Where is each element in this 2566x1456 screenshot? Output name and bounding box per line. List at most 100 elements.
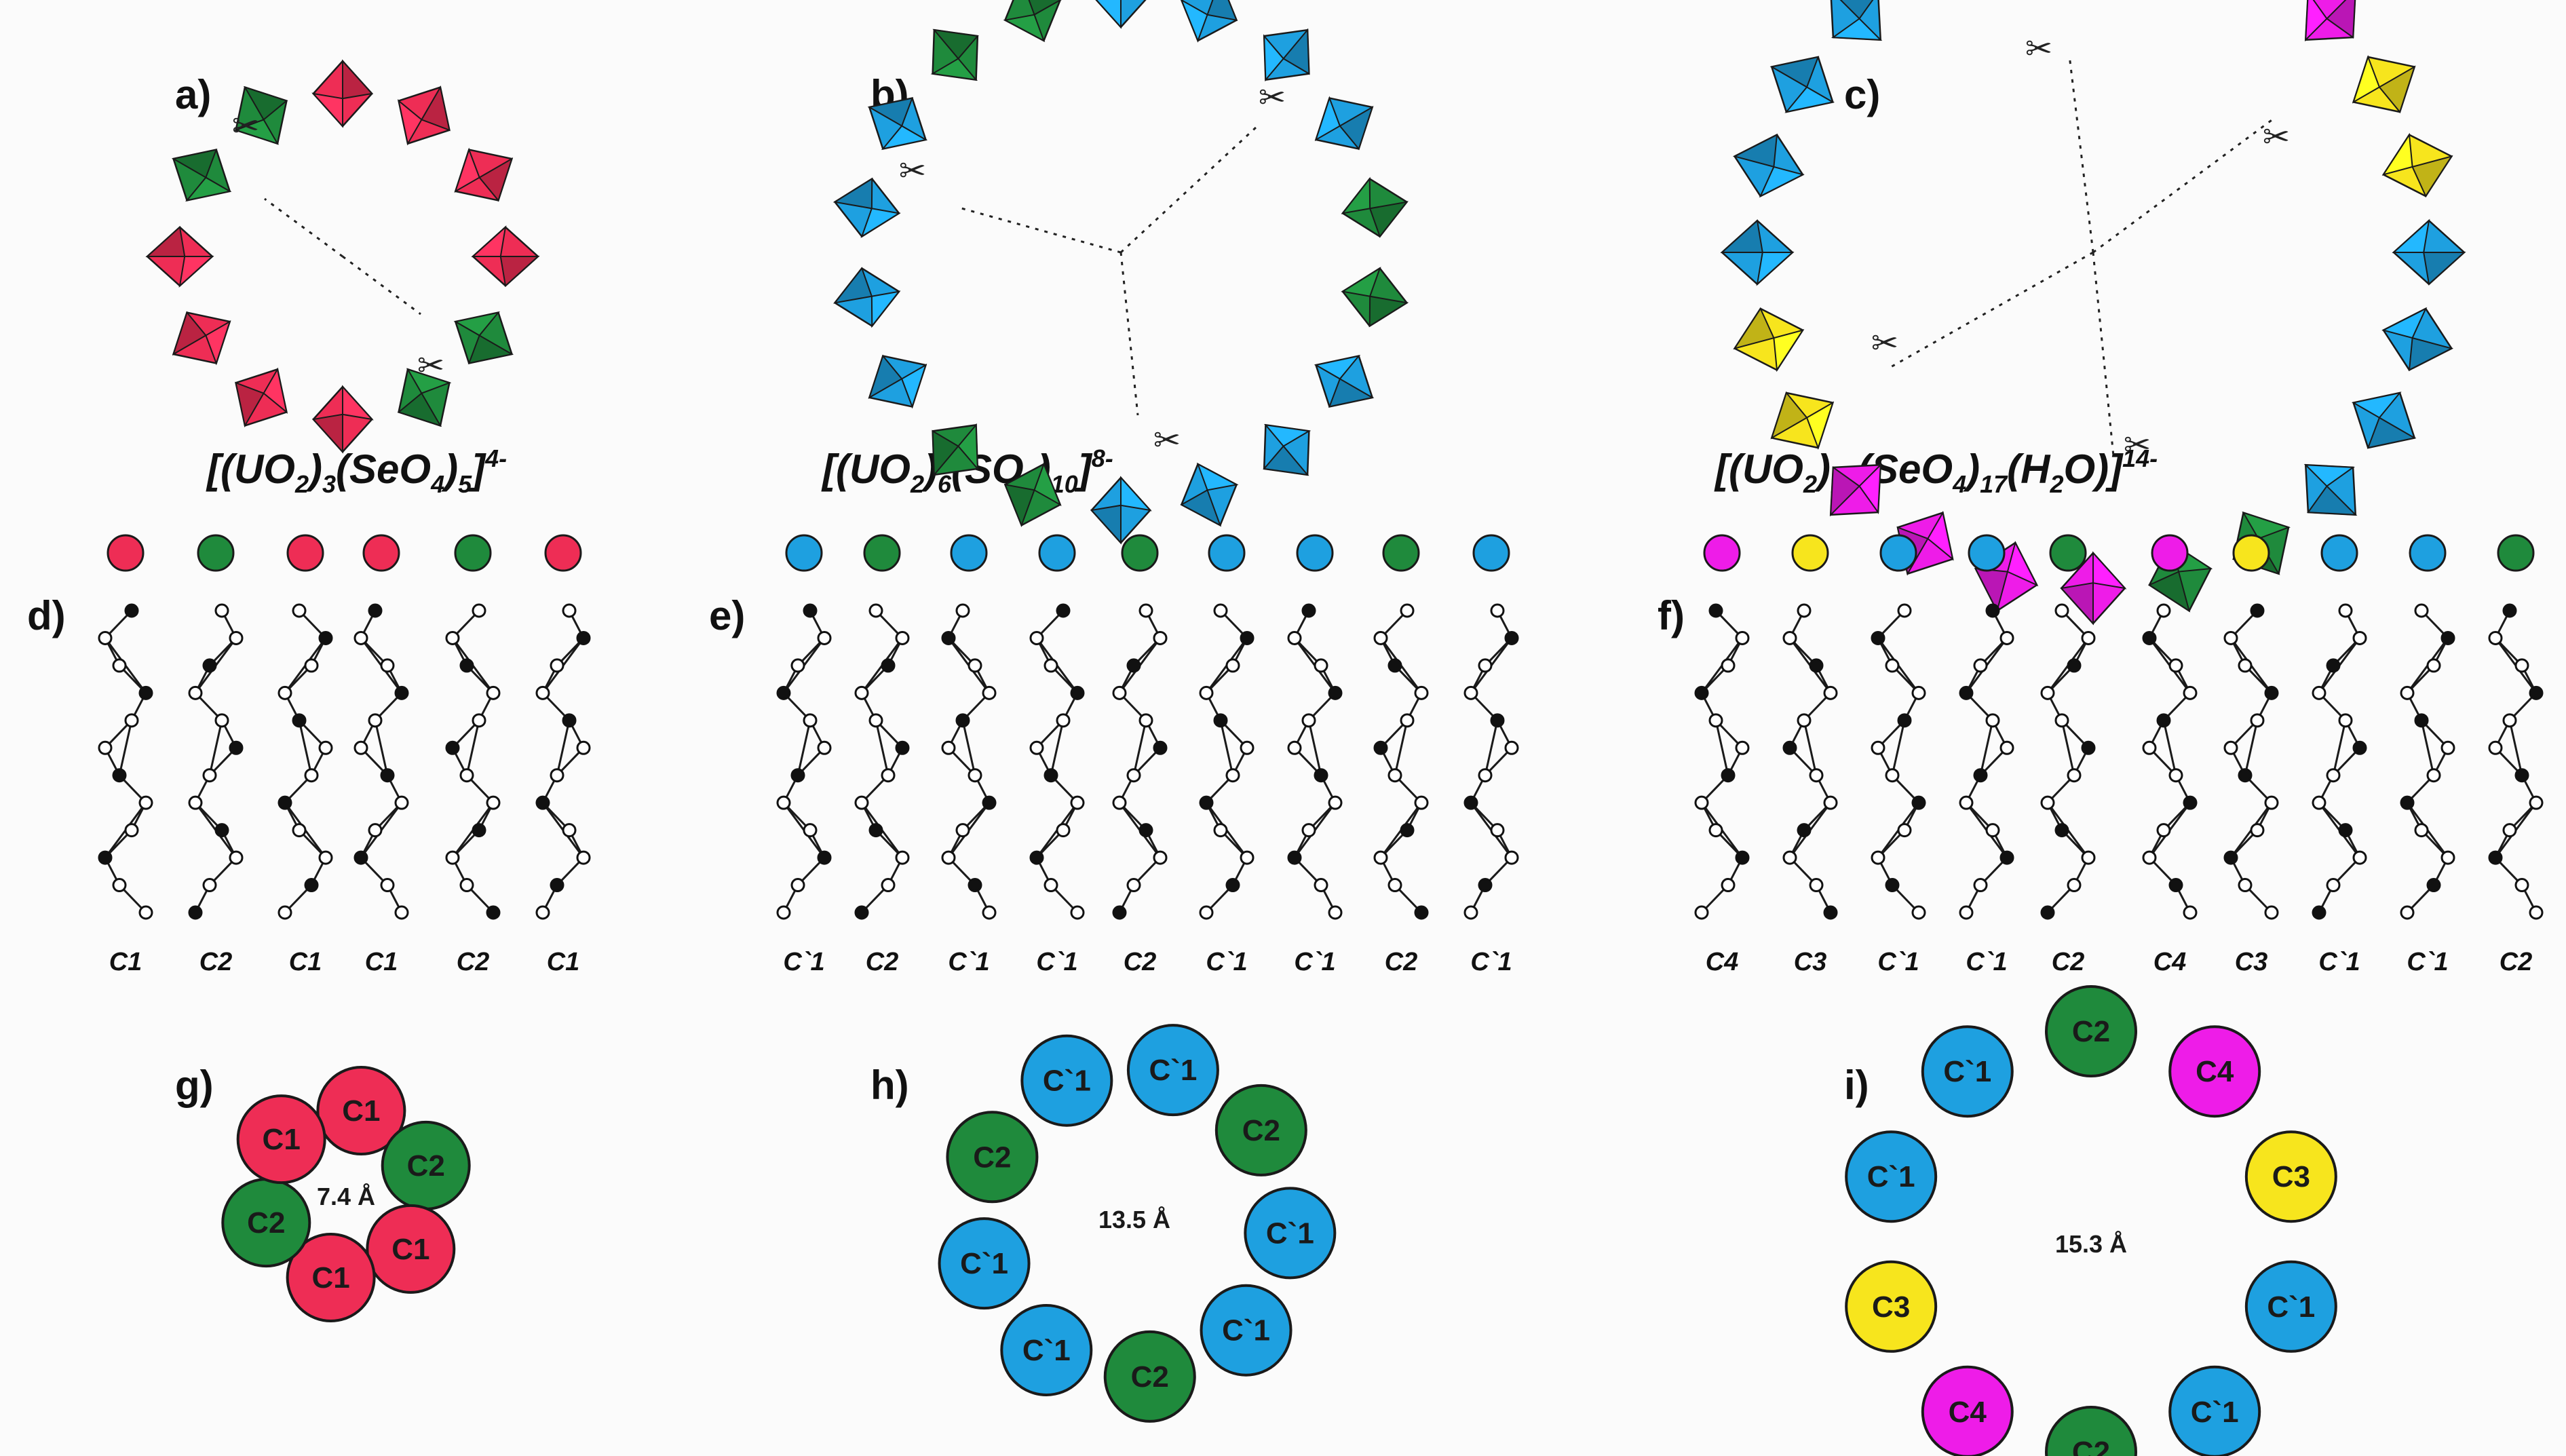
chain-color-dot: [286, 534, 324, 572]
chain-Cp1: C`1: [776, 534, 832, 976]
chain-color-dot: [2409, 534, 2447, 572]
polyhedron-green: [233, 85, 288, 145]
chain-C2: C2: [854, 534, 910, 976]
ring-circle-label: C`1: [1222, 1314, 1270, 1347]
chain-color-dot: [2232, 534, 2270, 572]
polyhedron-green: [171, 149, 232, 202]
chain-label: C`1: [1036, 948, 1077, 976]
ring-circle-label: C`1: [1149, 1054, 1197, 1087]
polyhedron-green: [1341, 176, 1409, 238]
ring-circle-label: C1: [391, 1233, 429, 1266]
ring-circle-label: C2: [1131, 1360, 1169, 1394]
polyhedron-blue: [2351, 391, 2417, 449]
ring-circle-C2: C2: [2045, 985, 2137, 1077]
chain-label: C2: [1385, 948, 1418, 976]
ring-circle-label: C`1: [2267, 1290, 2315, 1324]
polyhedron-blue: [2392, 218, 2466, 286]
chain-Cp1: C`1: [2400, 534, 2455, 976]
polyhedron-blue: [867, 97, 928, 150]
polyhedron-blue: [1828, 0, 1883, 41]
chain-color-dot: [2320, 534, 2358, 572]
chain-color-dot: [1791, 534, 1829, 572]
chain-label: C1: [109, 948, 142, 976]
polyhedron-magenta: [2060, 551, 2127, 626]
polyhedron-blue: [1263, 28, 1310, 82]
panel-g-label: g): [175, 1062, 214, 1108]
polyhedron-blue: [1314, 96, 1374, 151]
chain-color-dot: [544, 534, 582, 572]
ring-circle-label: C1: [311, 1261, 349, 1295]
ring-circle-C1: C1: [286, 1232, 376, 1322]
polyhedron-red: [398, 85, 451, 146]
ring-circle-C1: C1: [366, 1204, 456, 1294]
polyhedron-red: [145, 225, 214, 288]
ring-circle-label: C`1: [1943, 1055, 1991, 1088]
polyhedron-blue: [1720, 219, 1795, 286]
panel-a-label: a): [175, 72, 211, 117]
ring-circle-C2: C2: [1103, 1330, 1196, 1423]
dotted-divider: [2092, 115, 2277, 254]
distance-g: 7.4 Å: [317, 1183, 375, 1210]
chain-Cp1: C`1: [1199, 534, 1255, 976]
ring-circle-Cp1: C`1: [1921, 1025, 2014, 1118]
polyhedron-magenta: [2304, 0, 2357, 42]
polyhedron-blue: [1180, 0, 1238, 43]
ring-circle-Cp1: C`1: [938, 1217, 1031, 1310]
chain-label: C2: [2052, 948, 2085, 976]
panel-d-label: d): [27, 593, 66, 638]
chain-color-dot: [785, 534, 823, 572]
panel-e-label: e): [709, 593, 745, 638]
dotted-divider: [264, 197, 343, 258]
polyhedron-red: [311, 385, 374, 454]
chain-label: C`1: [1206, 948, 1247, 976]
ring-circle-Cp1: C`1: [1126, 1024, 1219, 1117]
chain-C1: C1: [98, 534, 153, 976]
polyhedron-blue: [2381, 307, 2454, 372]
ring-circle-label: C2: [1242, 1114, 1280, 1147]
ring-circle-Cp1: C`1: [2244, 1260, 2337, 1353]
chain-label: C`1: [1294, 948, 1335, 976]
polyhedron-blue: [1090, 476, 1152, 545]
ring-circle-label: C4: [1949, 1396, 1987, 1429]
chain-label: C4: [2153, 948, 2187, 976]
ring-circle-label: C3: [1872, 1290, 1910, 1324]
chain-color-dot: [1296, 534, 1334, 572]
chain-color-dot: [950, 534, 988, 572]
chain-Cp1: C`1: [1959, 534, 2014, 976]
polyhedron-green: [932, 423, 979, 477]
scissors-icon: ✂: [1153, 421, 1181, 459]
chain-label: C3: [1794, 948, 1827, 976]
chain-C1: C1: [277, 534, 333, 976]
polyhedron-blue: [1732, 133, 1805, 198]
polyhedron-blue: [832, 177, 901, 238]
ring-circle-C2: C2: [2045, 1406, 2137, 1456]
ring-circle-C4: C4: [1921, 1365, 2014, 1456]
polyhedron-green: [453, 311, 514, 364]
ring-circle-label: C`1: [1867, 1160, 1915, 1193]
scissors-icon: ✂: [1259, 79, 1286, 117]
chain-color-dot: [1879, 534, 1917, 572]
chain-label: C2: [199, 948, 233, 976]
ring-circle-label: C`1: [1043, 1065, 1091, 1098]
polyhedron-red: [471, 225, 540, 288]
chain-label: C2: [1124, 948, 1157, 976]
ring-circle-C2: C2: [221, 1178, 311, 1268]
panel-c-label: c): [1844, 72, 1880, 117]
chain-color-dot: [1472, 534, 1510, 572]
chain-color-dot: [2049, 534, 2087, 572]
ring-circle-label: C2: [247, 1206, 285, 1240]
polyhedron-blue: [1314, 355, 1375, 408]
chain-C2: C2: [2040, 534, 2096, 976]
chain-label: C`1: [2407, 948, 2448, 976]
chain-color-dot: [1121, 534, 1159, 572]
ring-circle-label: C`1: [1022, 1334, 1071, 1367]
chain-C2: C2: [1112, 534, 1168, 976]
scissors-icon: ✂: [899, 152, 926, 190]
formula-c: [(UO2)10(SeO4)17(H2O)]14-: [1714, 444, 2158, 498]
dotted-divider: [1119, 126, 1258, 254]
ring-circle-Cp1: C`1: [1000, 1303, 1093, 1396]
ring-circle-C2: C2: [1214, 1084, 1307, 1176]
